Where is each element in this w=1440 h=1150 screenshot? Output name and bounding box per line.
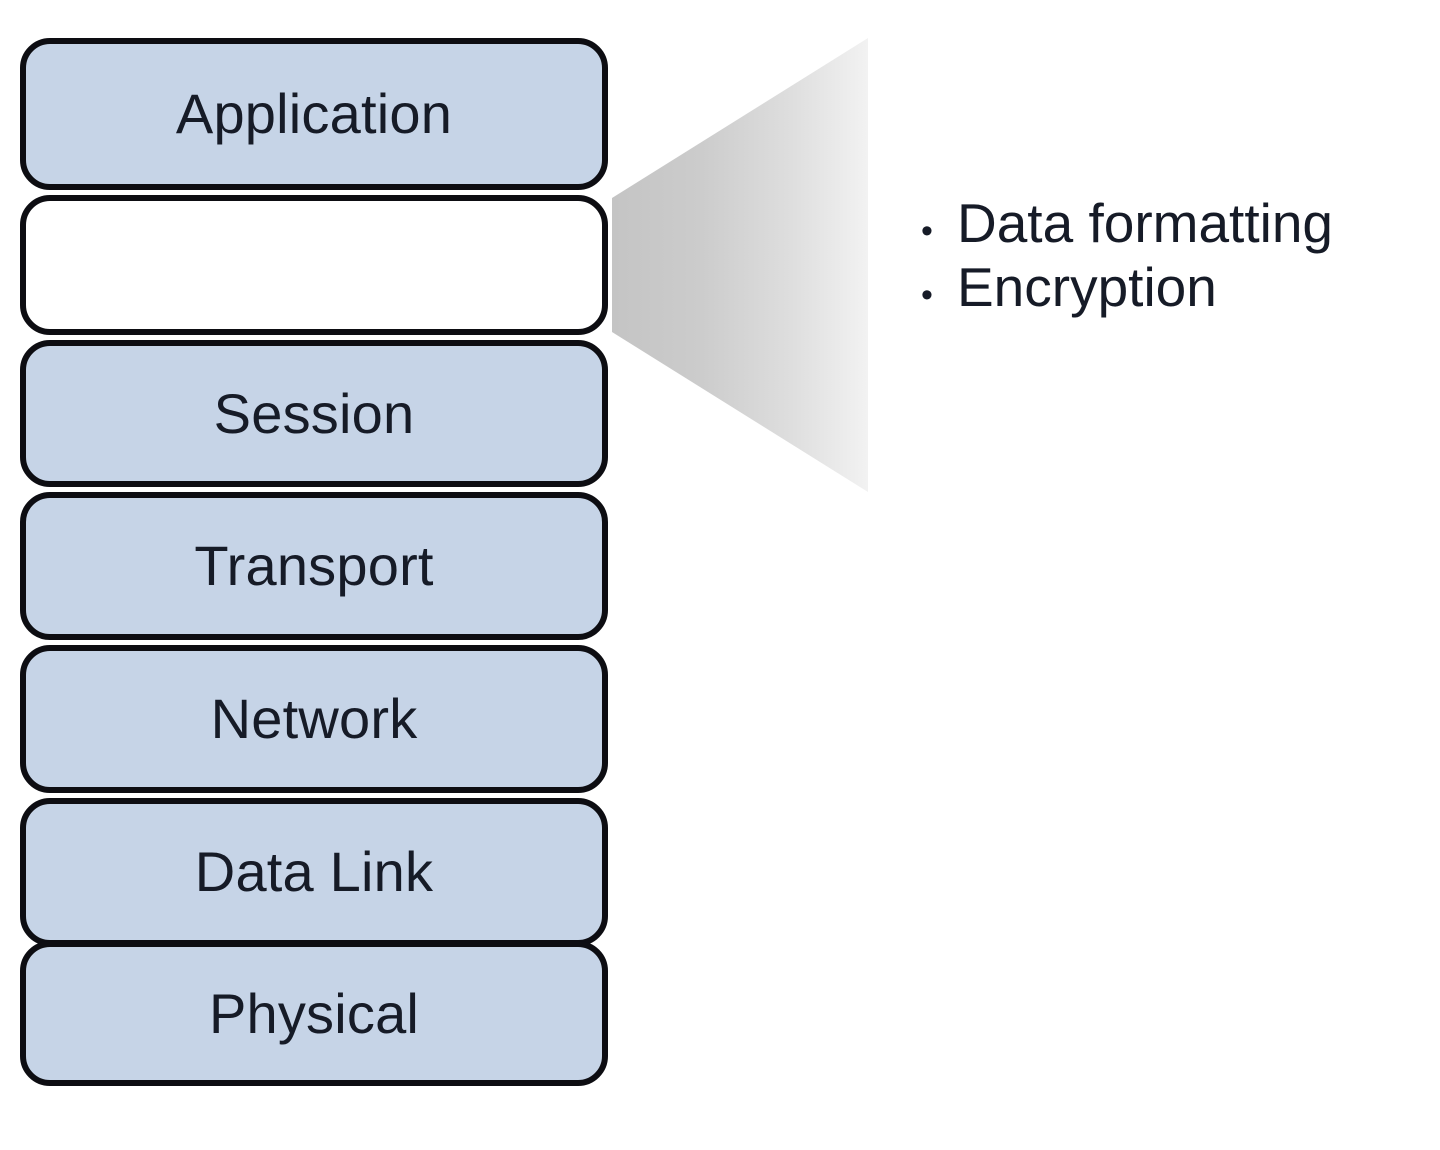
layer-box-transport[interactable]: Transport [20, 492, 608, 640]
layer-box-presentation[interactable] [20, 195, 608, 335]
layer-label-network: Network [210, 687, 418, 750]
list-item: • Encryption [915, 260, 1425, 324]
callout-item-encryption: Encryption [957, 256, 1217, 318]
bullet-point-icon: • [921, 276, 933, 314]
layer-box-network[interactable]: Network [20, 645, 608, 793]
callout-item-data-formatting: Data formatting [957, 192, 1334, 254]
layer-label-application: Application [175, 82, 453, 145]
layer-box-application[interactable]: Application [20, 38, 608, 190]
layer-label-data-link: Data Link [194, 840, 434, 903]
layer-box-data-link[interactable]: Data Link [20, 798, 608, 946]
layer-label-transport: Transport [194, 534, 434, 597]
list-item: • Data formatting [915, 196, 1425, 260]
osi-layer-stack: Application Session Transport Network Da… [20, 38, 608, 1086]
layer-box-physical[interactable]: Physical [20, 941, 608, 1086]
layer-label-physical: Physical [208, 981, 420, 1045]
callout-bullet-list: • Data formatting • Encryption [915, 196, 1425, 324]
layer-label-session: Session [213, 381, 415, 445]
callout-wedge-icon [612, 38, 868, 492]
bullet-point-icon: • [921, 212, 933, 250]
layer-box-session[interactable]: Session [20, 340, 608, 487]
